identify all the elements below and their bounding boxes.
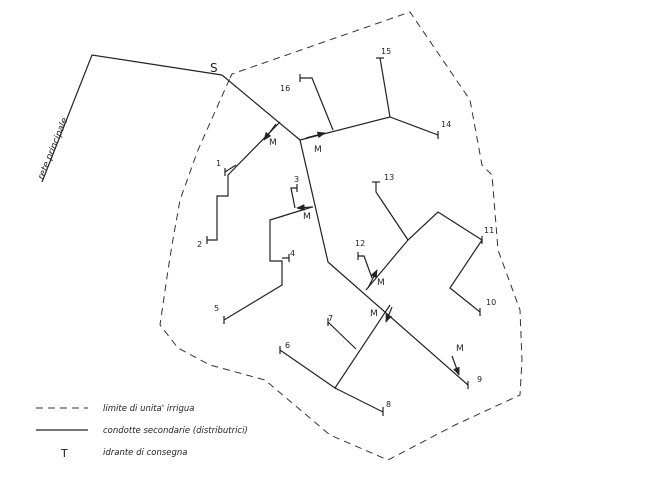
hydrant-number: 14 — [441, 120, 451, 129]
hydrant-number: 7 — [328, 314, 333, 323]
hydrant-number: 5 — [214, 304, 219, 313]
pipe-branch-8 — [334, 387, 384, 413]
legend-hydrant-label: idrante di consegna — [103, 448, 187, 458]
valve-arrow — [263, 123, 277, 141]
valve-label: M — [377, 278, 385, 288]
pipe-branch-1 — [224, 164, 237, 173]
hydrant-number: 11 — [484, 226, 494, 235]
hydrant-number: 6 — [285, 341, 290, 350]
hydrant-number: 12 — [355, 239, 365, 248]
valve-label: M — [303, 212, 311, 222]
valve-arrows — [263, 123, 460, 376]
hydrant-number: 10 — [486, 298, 496, 307]
pipe-branch-3 — [290, 187, 297, 209]
valve-arrow — [385, 306, 393, 323]
pipe-branch-7 — [327, 321, 357, 350]
pipe-trunk — [221, 74, 469, 386]
valve-label: M — [314, 145, 322, 155]
valve-label: M — [269, 138, 277, 148]
pipe-branch-west — [207, 121, 281, 241]
hydrant-number: 2 — [197, 240, 202, 249]
hydrant-number: 15 — [381, 47, 391, 56]
hydrant-number: 8 — [386, 400, 391, 409]
pipe-branch-12 — [358, 255, 373, 279]
pipe-branch-northeast — [365, 211, 483, 291]
secondary-pipes — [207, 57, 483, 413]
pipe-branch-10 — [449, 239, 483, 313]
hydrant-number: 4 — [290, 249, 295, 258]
hydrant-number: 9 — [477, 375, 482, 384]
valve-arrow — [451, 355, 460, 376]
pipe-branch-middle — [223, 206, 313, 321]
valve-labels: M M M M M M — [269, 138, 464, 354]
hydrant-number: 16 — [280, 84, 290, 93]
hydrant-number: 13 — [384, 173, 394, 182]
hydrant-symbols — [206, 57, 483, 416]
legend-hydrant-symbol: T — [60, 447, 68, 460]
legend-pipe-label: condotte secondarie (distributrici) — [103, 426, 248, 436]
hydrant-number: 3 — [294, 175, 299, 184]
pipe-branch-13 — [375, 182, 409, 241]
hydrant-numbers: 1 2 3 4 5 6 7 8 9 10 11 12 13 14 15 16 — [197, 47, 496, 409]
hydrant-number: 1 — [216, 159, 221, 168]
valve-arrow — [296, 204, 314, 211]
legend: limite di unita' irrigua condotte second… — [36, 404, 248, 460]
pipe-branch-15 — [379, 57, 391, 118]
valve-label: M — [370, 309, 378, 319]
valve-label: M — [456, 344, 464, 354]
valve-arrow — [367, 269, 378, 289]
main-network-line — [41, 54, 223, 183]
main-network-label: rete principale — [37, 116, 71, 181]
pipe-branch-east — [299, 116, 439, 141]
legend-boundary-label: limite di unita' irrigua — [103, 404, 195, 414]
valve-arrow — [305, 131, 326, 139]
pipe-branch-16 — [300, 77, 334, 131]
source-label: S — [210, 61, 218, 75]
irrigation-unit-boundary — [159, 11, 523, 461]
